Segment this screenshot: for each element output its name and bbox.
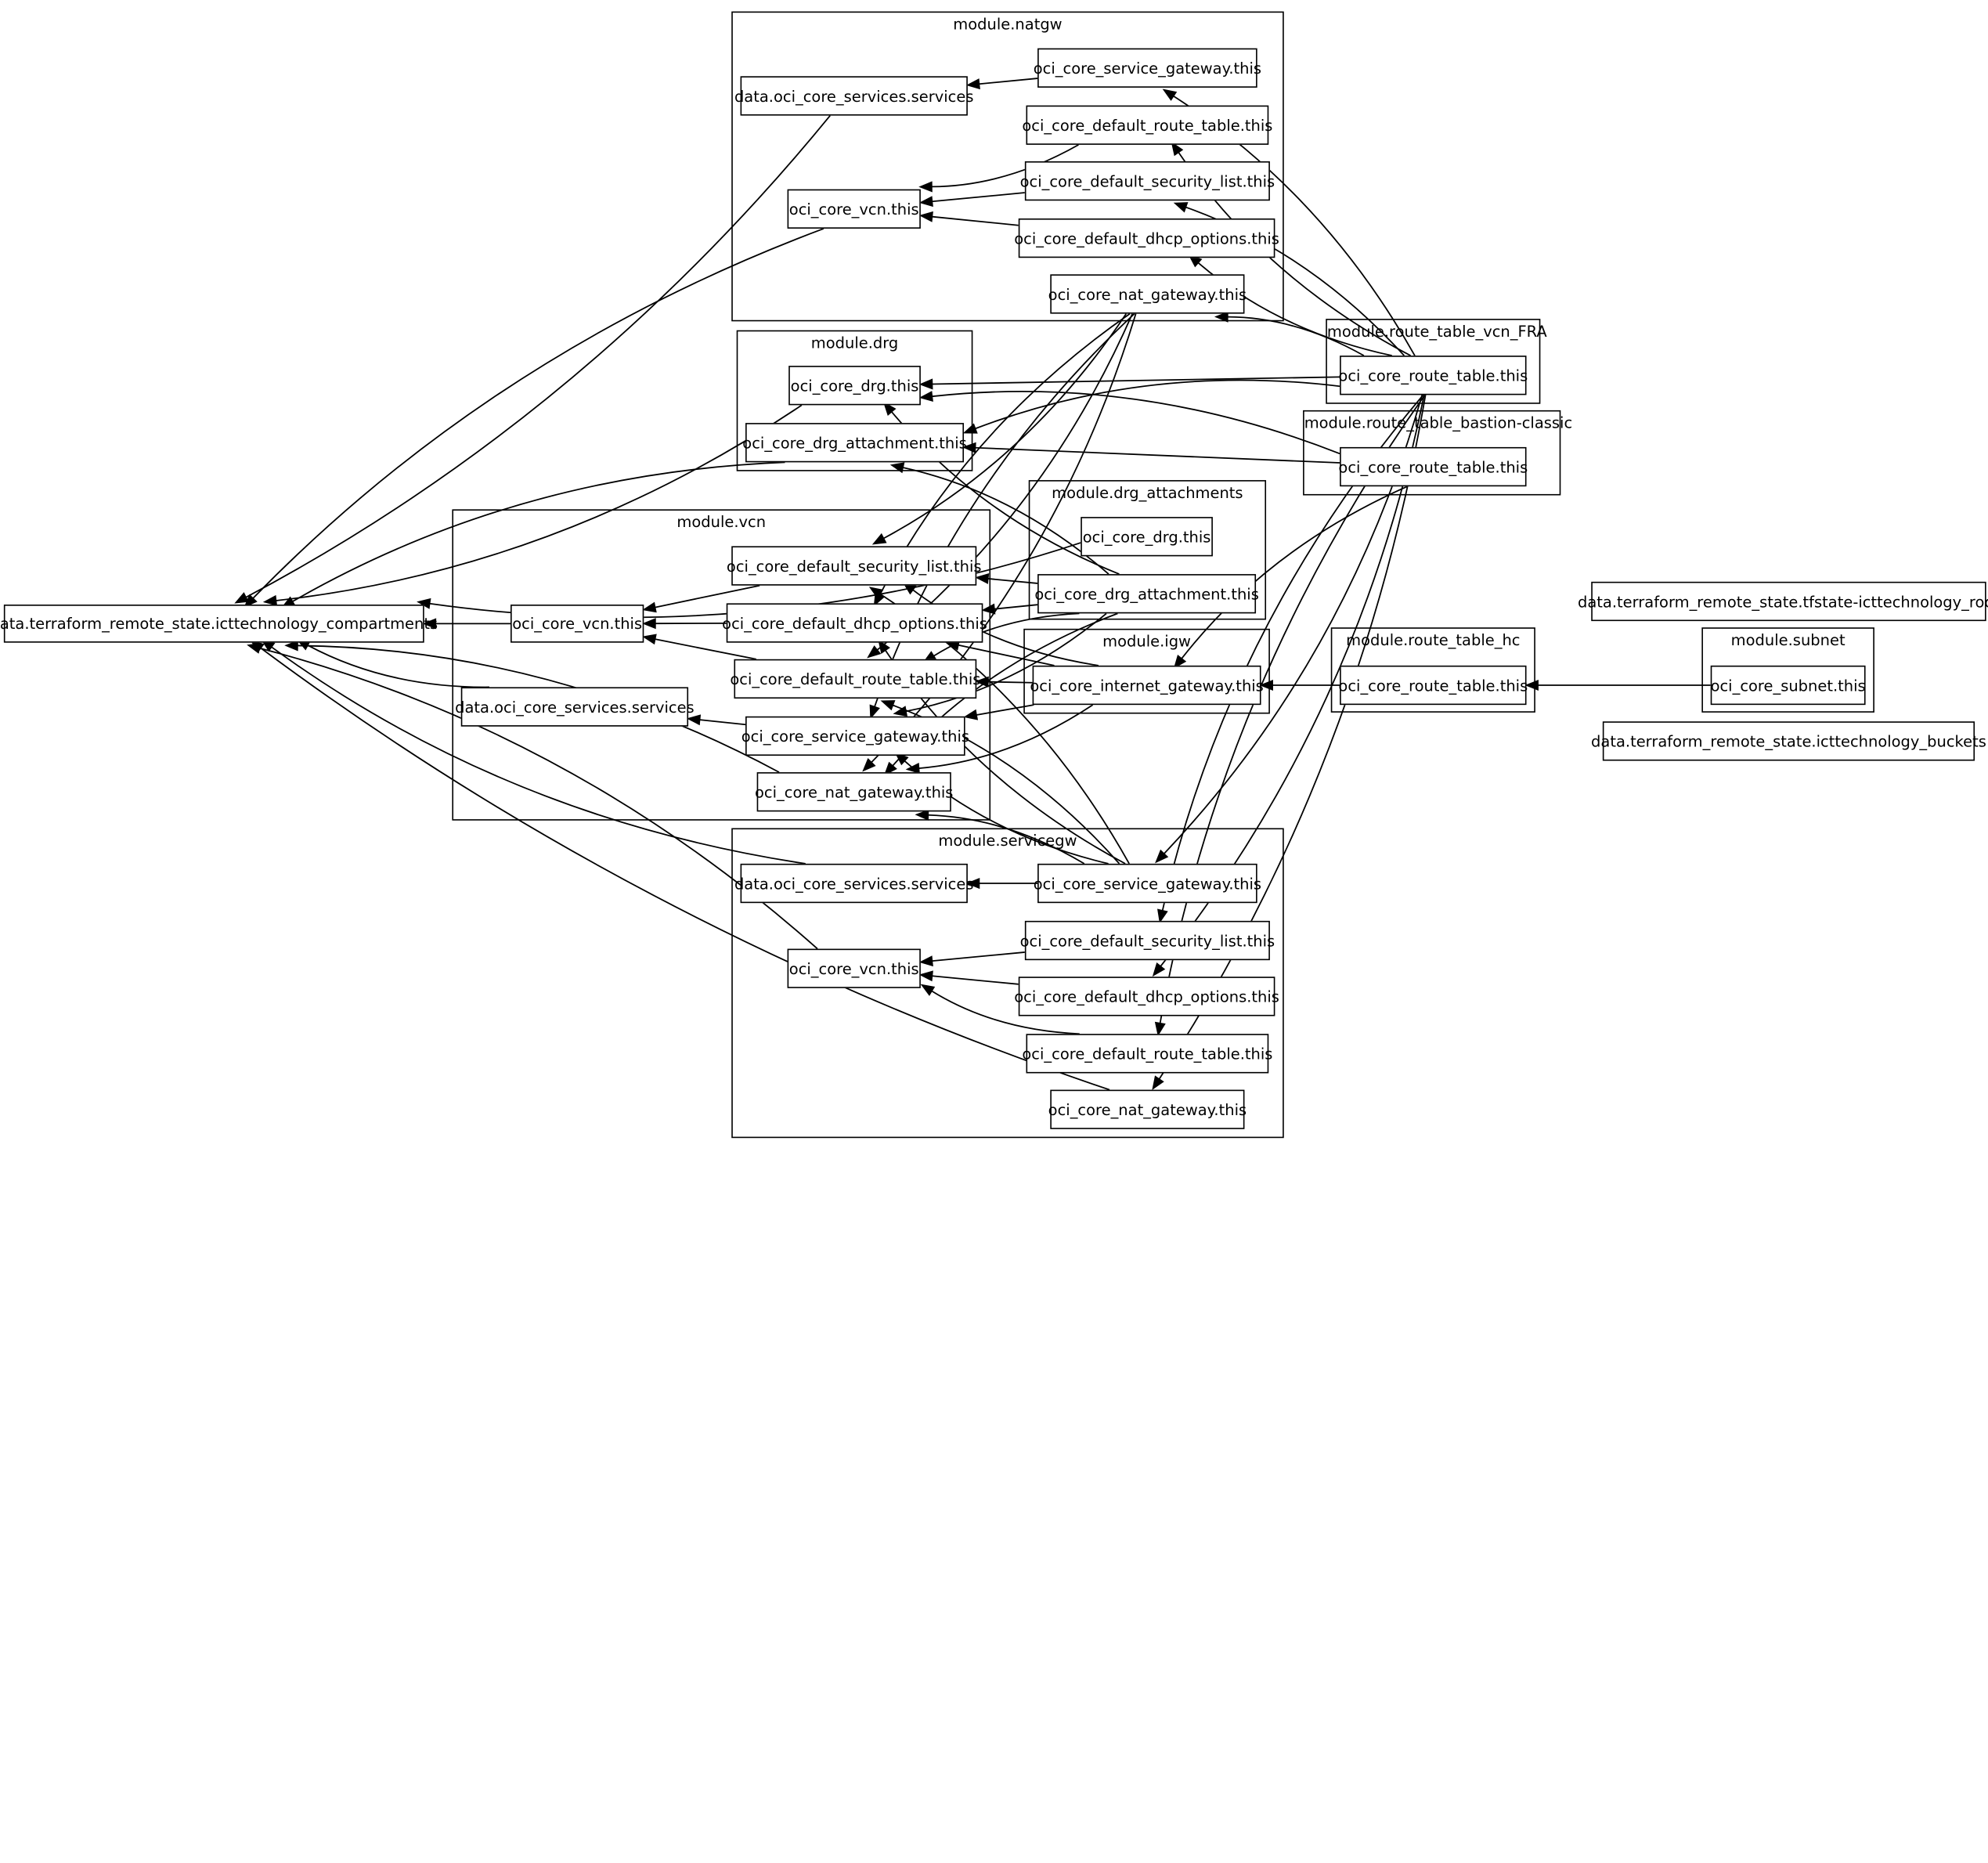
node-servicegw-oci-core-default-security-list: oci_core_default_security_list.this — [1025, 921, 1270, 960]
node-servicegw-oci-core-nat-gateway: oci_core_nat_gateway.this — [1050, 1090, 1244, 1129]
node-vcn-oci-core-service-gateway: oci_core_service_gateway.this — [745, 717, 965, 756]
cluster-title: module.route_table_hc — [1332, 631, 1534, 649]
cluster-title: module.drg — [738, 334, 971, 352]
node-natgw-oci-core-default-route-table: oci_core_default_route_table.this — [1026, 106, 1268, 145]
node-vcn-data-oci-core-services: data.oci_core_services.services — [461, 687, 688, 726]
node-servicegw-oci-core-service-gateway: oci_core_service_gateway.this — [1037, 864, 1257, 903]
node-vcn-oci-core-vcn: oci_core_vcn.this — [511, 605, 644, 643]
node-vcn-oci-core-default-route-table: oci_core_default_route_table.this — [734, 659, 976, 699]
node-servicegw-data-oci-core-services: data.oci_core_services.services — [741, 864, 968, 903]
node-servicegw-oci-core-default-dhcp-options: oci_core_default_dhcp_options.this — [1019, 977, 1275, 1016]
node-drg-oci-core-drg: oci_core_drg.this — [788, 366, 921, 405]
node-natgw-oci-core-service-gateway: oci_core_service_gateway.this — [1037, 49, 1257, 88]
node-route-table-hc-oci-core-route-table: oci_core_route_table.this — [1340, 666, 1526, 705]
node-vcn-oci-core-default-security-list: oci_core_default_security_list.this — [731, 546, 976, 585]
node-data-terraform-remote-state-icttechnology-compartments: data.terraform_remote_state.icttechnolog… — [4, 605, 424, 643]
cluster-title: module.drg_attachments — [1030, 484, 1265, 502]
node-route-table-bastion-classic-oci-core-route-table: oci_core_route_table.this — [1340, 447, 1526, 486]
node-vcn-oci-core-default-dhcp-options: oci_core_default_dhcp_options.this — [727, 603, 983, 642]
cluster-title: module.natgw — [733, 15, 1283, 33]
node-data-terraform-remote-state-tfstate-icttechnology-root: data.terraform_remote_state.tfstate-ictt… — [1591, 582, 1986, 621]
cluster-title: module.vcn — [453, 513, 989, 531]
node-data-terraform-remote-state-icttechnology-buckets: data.terraform_remote_state.icttechnolog… — [1603, 721, 1975, 760]
node-drg-oci-core-drg-attachment: oci_core_drg_attachment.this — [745, 423, 964, 462]
node-servicegw-oci-core-vcn: oci_core_vcn.this — [788, 949, 921, 988]
node-subnet-oci-core-subnet: oci_core_subnet.this — [1711, 666, 1866, 705]
node-servicegw-oci-core-default-route-table: oci_core_default_route_table.this — [1026, 1034, 1268, 1073]
node-natgw-oci-core-default-dhcp-options: oci_core_default_dhcp_options.this — [1019, 218, 1275, 258]
node-drg-attachments-oci-core-drg: oci_core_drg.this — [1081, 517, 1213, 556]
cluster-title: module.servicegw — [733, 832, 1283, 850]
node-drg-attachments-oci-core-drg-attachment: oci_core_drg_attachment.this — [1037, 574, 1256, 613]
cluster-title: module.igw — [1025, 633, 1268, 651]
cluster-title: module.subnet — [1703, 631, 1873, 649]
cluster-title: module.route_table_bastion-classic — [1304, 414, 1560, 432]
node-natgw-oci-core-default-security-list: oci_core_default_security_list.this — [1025, 161, 1270, 200]
node-route-table-vcn-fra-oci-core-route-table: oci_core_route_table.this — [1340, 356, 1526, 395]
node-natgw-oci-core-vcn: oci_core_vcn.this — [788, 190, 921, 229]
node-natgw-data-oci-core-services: data.oci_core_services.services — [741, 76, 968, 115]
node-natgw-oci-core-nat-gateway: oci_core_nat_gateway.this — [1050, 274, 1244, 313]
node-vcn-oci-core-nat-gateway: oci_core_nat_gateway.this — [757, 772, 951, 811]
cluster-title: module.route_table_vcn_FRA — [1327, 323, 1539, 341]
node-igw-oci-core-internet-gateway: oci_core_internet_gateway.this — [1033, 666, 1261, 705]
